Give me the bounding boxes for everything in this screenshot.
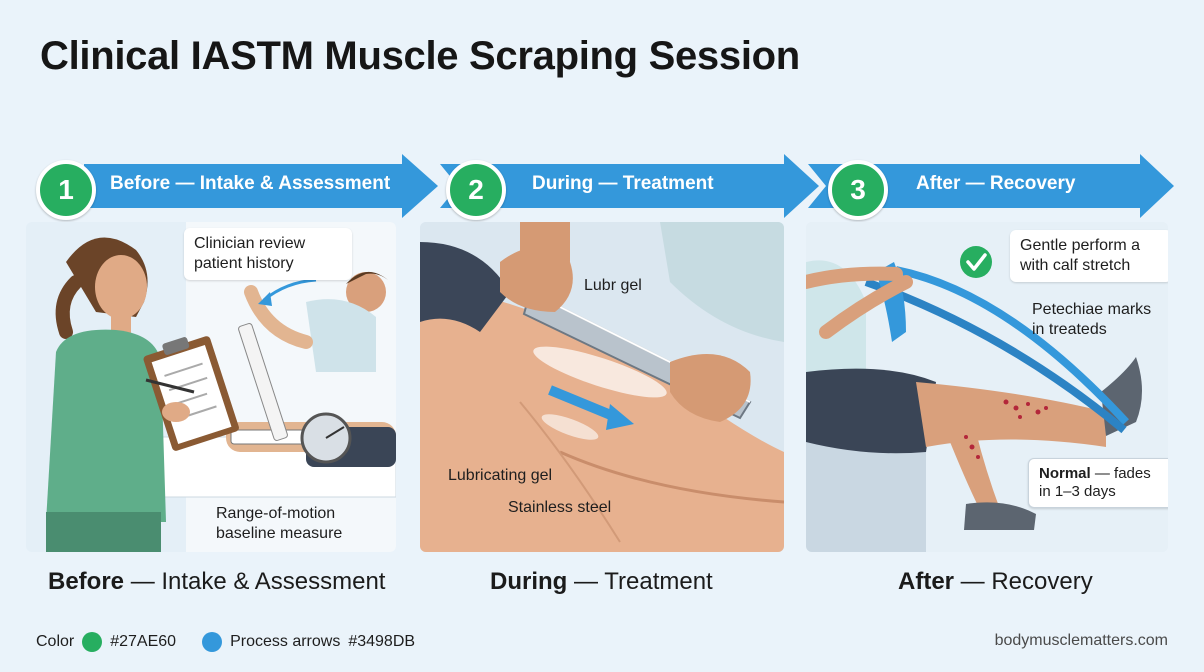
process-arrow-3	[808, 154, 1174, 218]
green-swatch-icon	[82, 632, 103, 652]
legend-color-label: Color	[36, 633, 75, 650]
process-arrow-2	[440, 154, 819, 218]
process-arrow-1	[84, 154, 438, 218]
page-title: Clinical IASTM Muscle Scraping Session	[40, 34, 800, 78]
legend-blue-label: Process arrows	[230, 633, 341, 650]
step-title-3: After — Recovery	[916, 173, 1076, 194]
blue-swatch-icon	[202, 632, 223, 652]
panel-during: Lubr gel Lubricating gel Stainless steel	[420, 222, 784, 552]
caption-during: During — Treatment	[490, 568, 713, 596]
step-banner-1: 1 Before — Intake & Assessment	[34, 150, 439, 222]
panel-before: Clinician review patient history Range-o…	[26, 222, 396, 552]
callout-clinician-review: Clinician review patient history	[184, 228, 352, 280]
label-lubr-gel: Lubr gel	[584, 277, 642, 294]
caption-before: Before — Intake & Assessment	[48, 568, 385, 596]
caption-before-rest: — Intake & Assessment	[124, 568, 386, 595]
step-title-2: During — Treatment	[532, 173, 714, 194]
caption-during-rest: — Treatment	[567, 568, 713, 595]
step-number-2: 2	[446, 160, 506, 220]
note-rest: — fades in 1–3 days	[1039, 465, 1151, 500]
legend-blue-code: #3498DB	[348, 633, 416, 650]
check-icon	[960, 246, 992, 278]
site-url: bodymusclematters.com	[994, 632, 1168, 649]
caption-after-bold: After	[898, 568, 955, 595]
step-number-3: 3	[828, 160, 888, 220]
step-banner-3: 3 After — Recovery	[808, 150, 1176, 222]
step-banner-2: 2 During — Treatment	[440, 150, 820, 222]
step-number-1: 1	[36, 160, 96, 220]
caption-after-rest: — Recovery	[954, 568, 1093, 595]
label-stainless-steel: Stainless steel	[508, 499, 612, 516]
legend-green-code: #27AE60	[110, 633, 177, 650]
color-legend: Color #27AE60 Process arrows #3498DB	[36, 632, 415, 652]
label-rom-baseline: Range-of-motion baseline measure	[216, 505, 343, 542]
step-title-1: Before — Intake & Assessment	[110, 173, 391, 194]
label-petechiae: Petechiae marks in treateds	[1032, 301, 1152, 338]
iastm-treatment-illustration	[420, 222, 784, 552]
note-bold: Normal	[1039, 465, 1091, 482]
caption-during-bold: During	[490, 568, 568, 595]
panel-after: Gentle perform a with calf stretch Petec…	[806, 222, 1168, 552]
label-lubricating-gel: Lubricating gel	[448, 467, 553, 484]
callout-normal-fades: Normal — fades in 1–3 days	[1028, 458, 1168, 508]
caption-before-bold: Before	[48, 568, 125, 595]
callout-calf-stretch: Gentle perform a with calf stretch	[1010, 230, 1168, 282]
caption-after: After — Recovery	[898, 568, 1093, 596]
